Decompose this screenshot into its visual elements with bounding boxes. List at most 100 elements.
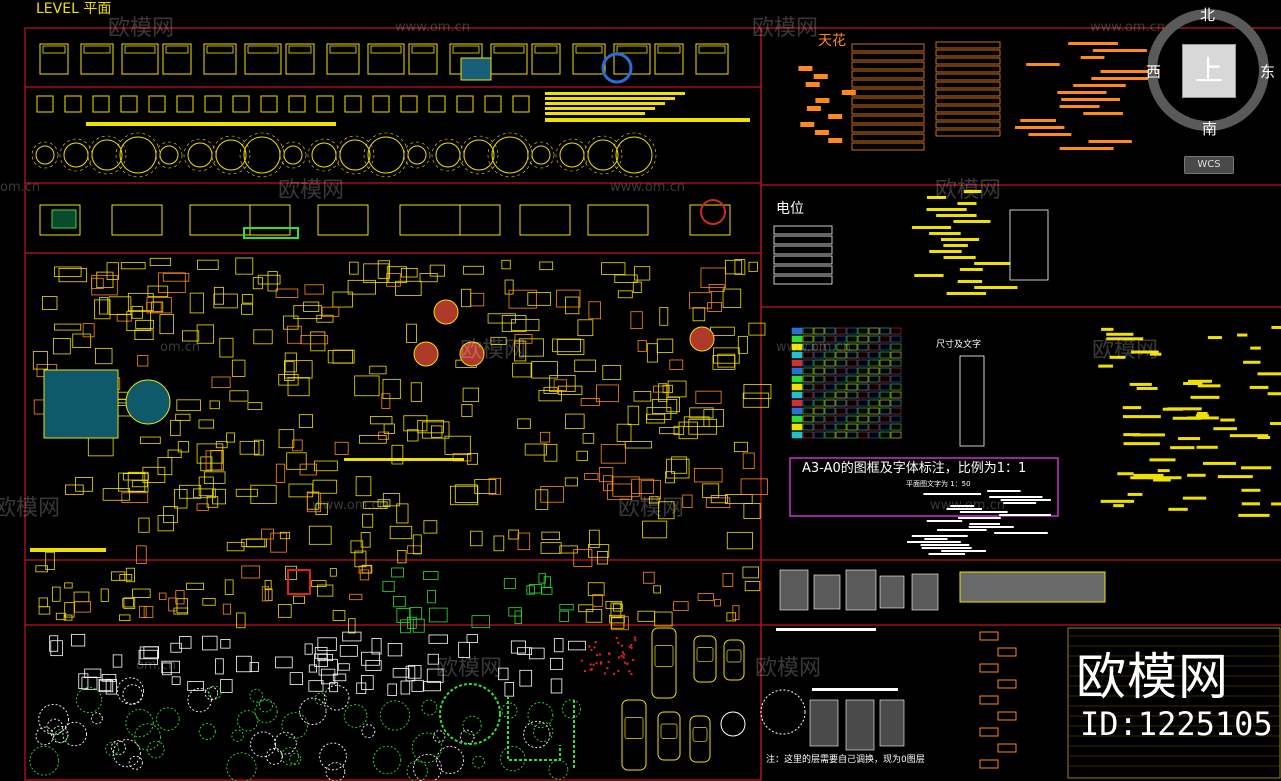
furniture-symbol [666,458,690,479]
plant-symbol [523,720,551,749]
legend-text-bar [1113,504,1124,508]
plant-symbol [236,710,259,732]
dot-symbol [590,668,594,671]
legend-text-bar [926,520,963,522]
color-legend-cell [857,359,869,367]
car-window [624,717,644,739]
plant-symbol [314,692,328,706]
hatch-sample [879,575,905,609]
legend-text-bar [1091,77,1151,80]
furniture-symbol [417,419,444,434]
round-table-symbol [91,139,123,171]
symbol [697,593,714,601]
color-legend-cell [868,367,880,375]
color-legend-cell [857,383,869,391]
furniture-symbol [369,365,387,375]
symbol [653,585,661,594]
size-text-label: 尺寸及文字 [936,340,982,350]
compass-north[interactable]: 北 [1200,6,1216,24]
furniture-symbol [288,483,314,498]
furniture-symbol [710,326,735,336]
tree-symbol [439,683,501,745]
hatch-sample [779,569,809,611]
plant-symbol [198,723,216,741]
compass-south[interactable]: 南 [1202,120,1218,138]
furniture-symbol [662,384,673,394]
furniture-symbol [363,263,390,283]
furniture-symbol [138,517,150,533]
symbol [261,586,270,602]
legend-text-bar [1020,119,1056,122]
furniture-symbol [637,340,647,352]
plant-symbol [436,746,465,775]
lamp-symbol [997,679,1017,689]
furniture-symbol [131,305,143,319]
symbol [349,593,363,601]
compass-east[interactable]: 东 [1260,63,1276,81]
furniture-symbol [71,633,86,647]
furniture-symbol [91,277,104,289]
furniture-symbol [171,676,181,685]
bed-pillow [534,45,558,54]
plant-symbol [432,730,446,743]
dot-symbol [608,652,611,656]
hatch-sample [813,574,841,610]
furniture-symbol [209,400,220,410]
legend-text-bar [1100,499,1135,503]
furniture-symbol [306,492,322,513]
furniture-symbol [247,402,263,410]
furniture-symbol [573,549,593,567]
furniture-symbol [320,668,336,685]
color-legend-cell [857,351,869,359]
symbol [427,590,436,604]
compass-west[interactable]: 西 [1146,63,1162,81]
furniture-symbol [501,259,511,270]
chair-ring-symbol [459,135,499,175]
furniture-symbol [170,419,181,436]
wcs-dropdown-button[interactable]: WCS [1184,156,1234,174]
color-legend-cell [868,391,880,399]
dining-set-symbol [689,204,731,236]
furniture-symbol [361,651,380,666]
furniture-symbol [427,653,439,665]
furniture-symbol [627,405,640,426]
bed-symbol [408,43,438,75]
view-compass[interactable]: 北 西 东 南 上 WCS [1146,2,1281,177]
legend-text-bar [1271,502,1281,506]
furniture-symbol [423,680,441,692]
color-legend-cell [824,359,836,367]
color-legend-cell [813,359,825,367]
chair-ring-symbol [527,141,555,169]
bar-symbol [776,628,876,631]
legend-text-bar [1270,422,1281,426]
bed-pillow [288,45,312,54]
watermark-id: ID:1225105 [1080,705,1273,743]
symbol [186,582,204,590]
color-legend-cell [879,391,891,399]
round-bed-symbol [601,52,633,84]
furniture-symbol [616,423,632,442]
symbol [503,578,516,589]
legend-text-bar [958,517,1001,519]
furniture-symbol [102,488,131,501]
color-legend-cell [835,351,847,359]
symbol [610,617,625,629]
legend-text-bar [828,114,843,119]
dot-symbol [620,654,623,658]
furniture-symbol [428,634,448,644]
view-cube-top-face[interactable]: 上 [1182,44,1236,98]
color-legend-cell [857,431,869,439]
color-legend-cell [802,335,814,343]
color-legend-cell [890,391,902,399]
lamp-symbol [979,695,999,705]
bar-symbol [545,107,655,110]
plant-symbol [379,700,411,731]
furniture-symbol [275,288,299,298]
symbol [138,605,147,618]
compass-ring-icon [1148,9,1269,131]
car-symbol [723,639,745,681]
dining-set-symbol [399,204,461,236]
legend-text-bar [946,508,982,510]
color-legend-cell [879,359,891,367]
